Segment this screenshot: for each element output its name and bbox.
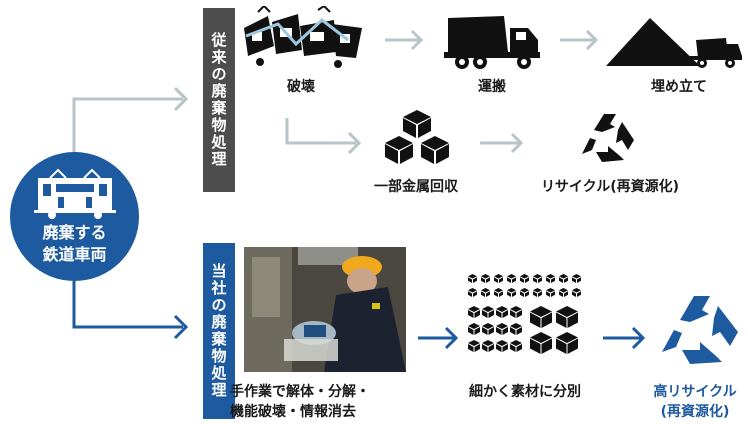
manual-dismantling-label: 手作業で解体・分解・ 機能破壊・情報消去 — [230, 381, 420, 421]
small-cube — [468, 274, 477, 283]
connector-to-company — [72, 281, 189, 340]
step-landfill-label: 埋め立て — [651, 79, 707, 95]
arrow-recover-to-recycle — [480, 132, 524, 154]
large-cube — [530, 306, 552, 328]
high-recycle-label: 高リサイクル (再資源化) — [644, 381, 746, 421]
landfill-icon — [606, 18, 742, 68]
small-cube — [481, 288, 490, 297]
recycle-icon — [582, 114, 634, 162]
medium-cube — [468, 306, 480, 318]
high-recycle-icon — [662, 296, 738, 364]
arrow-transport-to-landfill — [560, 29, 599, 51]
cube-right — [421, 136, 449, 164]
large-cube — [556, 332, 578, 354]
conventional-section-title: 従来の廃棄物処理 — [203, 8, 235, 192]
small-cube — [507, 288, 516, 297]
sorted-materials-icon — [468, 274, 581, 354]
small-cube — [572, 288, 581, 297]
small-cube — [533, 288, 542, 297]
small-cube — [494, 288, 503, 297]
medium-cube — [482, 306, 494, 318]
connector-to-conventional — [72, 86, 189, 152]
small-cube — [559, 274, 568, 283]
start-label-line1: 廃棄する — [42, 223, 107, 242]
step-destroy-label: 破壊 — [287, 79, 315, 95]
train-icon — [34, 168, 116, 219]
company-section-title: 当社の廃棄物処理 — [203, 243, 235, 419]
cube-left — [385, 136, 413, 164]
manual-dismantling-label-line2: 機能破壊・情報消去 — [230, 404, 356, 420]
step-transport-label: 運搬 — [478, 79, 506, 95]
medium-cube — [510, 323, 522, 335]
start-label-line2: 鉄道車両 — [42, 245, 107, 264]
material-sorting-label: 細かく素材に分別 — [469, 384, 581, 400]
medium-cube — [496, 323, 508, 335]
medium-cube — [510, 306, 522, 318]
small-cube — [546, 274, 555, 283]
metal-recovery-label: 一部金属回収 — [374, 179, 458, 195]
start-node: 廃棄する 鉄道車両 — [10, 152, 139, 281]
medium-cube — [468, 323, 480, 335]
small-cube — [494, 274, 503, 283]
small-cube — [546, 288, 555, 297]
manual-dismantling-label-line1: 手作業で解体・分解・ — [230, 384, 370, 400]
small-cube — [520, 274, 529, 283]
large-cube — [556, 306, 578, 328]
large-cube — [530, 332, 552, 354]
recycle-label: リサイクル(再資源化) — [540, 179, 680, 195]
small-cube — [520, 288, 529, 297]
metal-cubes-icon — [385, 110, 449, 164]
arrow-manual-to-sort — [418, 326, 459, 350]
truck-icon — [444, 16, 540, 69]
medium-cube — [496, 340, 508, 352]
arrow-sort-to-recycle — [603, 326, 646, 350]
medium-cube — [482, 323, 494, 335]
medium-cube — [510, 340, 522, 352]
destroyed-train-icon — [244, 6, 362, 68]
medium-cube — [468, 340, 480, 352]
medium-cube — [496, 306, 508, 318]
small-cube — [533, 274, 542, 283]
small-cube — [468, 288, 477, 297]
high-recycle-label-line2: (再資源化) — [660, 404, 730, 420]
manual-dismantling-photo — [244, 247, 406, 372]
small-cube — [572, 274, 581, 283]
cube-top — [403, 110, 431, 138]
small-cube — [507, 274, 516, 283]
small-cube — [481, 274, 490, 283]
arrow-destroy-to-transport — [385, 29, 424, 51]
connector-to-recover — [285, 118, 362, 155]
medium-cube — [482, 340, 494, 352]
small-cube — [559, 288, 568, 297]
high-recycle-label-line1: 高リサイクル — [653, 384, 737, 400]
